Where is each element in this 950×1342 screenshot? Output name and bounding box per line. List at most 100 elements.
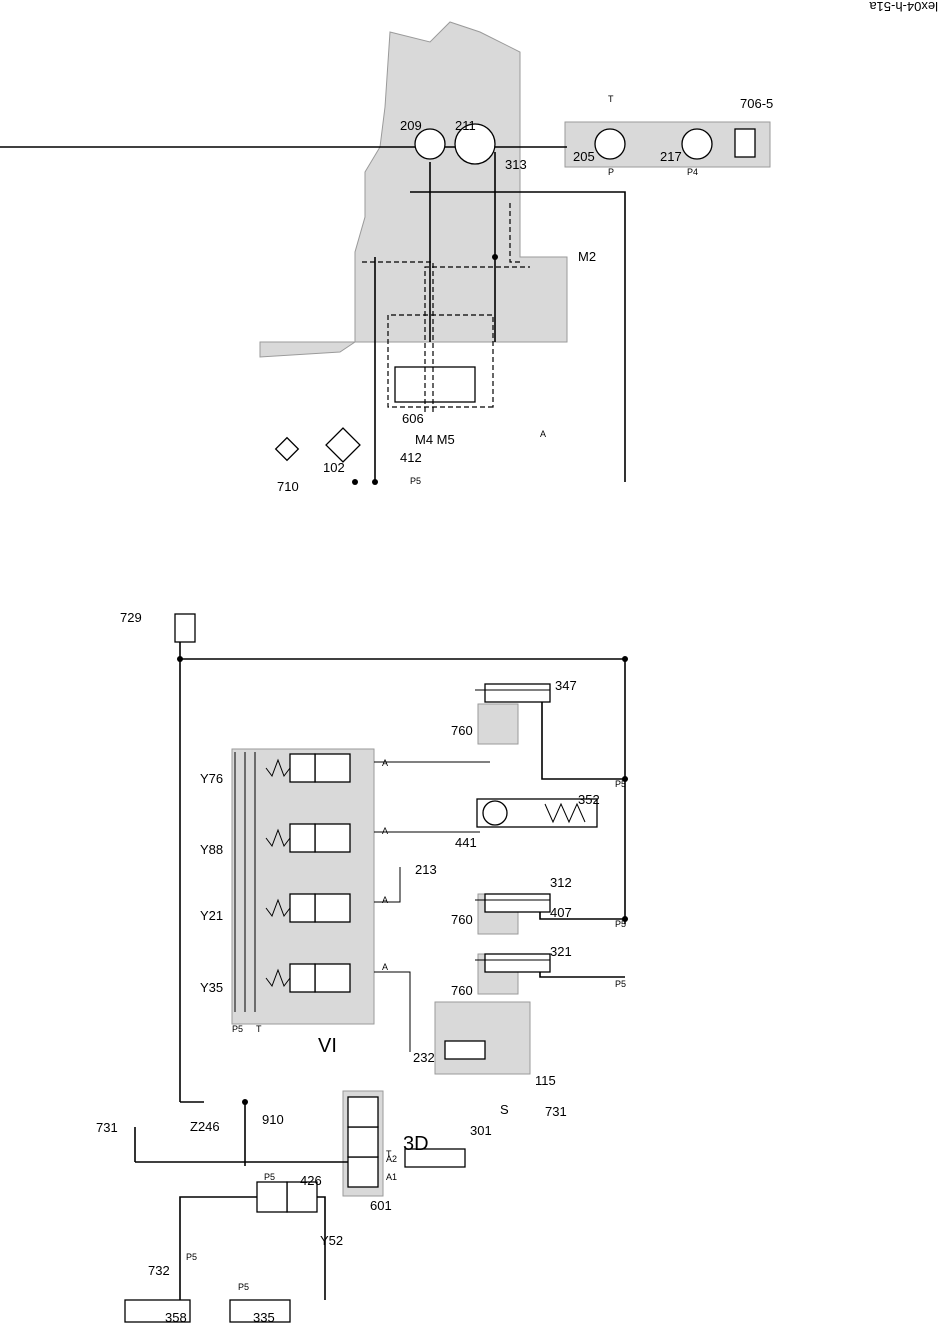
port-p5-d: P5 <box>238 1282 249 1292</box>
label-y76: Y76 <box>200 771 223 786</box>
port-p5-e: P5 <box>615 779 626 789</box>
junction-d <box>622 916 628 922</box>
port-a2: A2 <box>386 1154 397 1164</box>
port-a-y21: A <box>382 895 388 905</box>
label-232: 232 <box>413 1050 435 1065</box>
port-a-606: A <box>540 429 546 439</box>
label-347: 347 <box>555 678 577 693</box>
label-910: 910 <box>262 1112 284 1127</box>
port-p5-a: P5 <box>232 1024 243 1034</box>
label-301: 301 <box>470 1123 492 1138</box>
port-p5-g: P5 <box>615 979 626 989</box>
label-732: 732 <box>148 1263 170 1278</box>
group-label-3d: 3D <box>403 1133 429 1155</box>
label-710: 710 <box>277 479 299 494</box>
label-313: 313 <box>505 157 527 172</box>
label-s: S <box>500 1102 509 1117</box>
port-a-y35: A <box>382 962 388 972</box>
port-a-y88: A <box>382 826 388 836</box>
port-t-a: T <box>256 1024 262 1034</box>
pump-217 <box>681 128 713 160</box>
relief-706-5 <box>734 128 756 158</box>
label-213: 213 <box>415 862 437 877</box>
valve-y21 <box>265 893 351 923</box>
label-312: 312 <box>550 875 572 890</box>
line-732-358 <box>179 1196 257 1300</box>
pilot-m2 <box>509 202 520 263</box>
a-y21 <box>374 867 401 903</box>
label-115: 115 <box>535 1073 556 1088</box>
cylinder-232 <box>444 1040 486 1060</box>
label-211: 211 <box>455 118 476 133</box>
port-p5-c: P5 <box>186 1252 197 1262</box>
cylinder-301 <box>404 1148 466 1168</box>
cylinder-335 <box>229 1299 291 1323</box>
port-p5-h: P5 <box>410 476 421 486</box>
label-606: 606 <box>402 411 424 426</box>
label-760b: 760 <box>451 912 473 927</box>
control-valve-606 <box>394 366 476 403</box>
cylinder-321 <box>475 953 551 973</box>
label-205: 205 <box>573 149 595 164</box>
filter-102 <box>325 427 361 463</box>
port-p4: P4 <box>687 167 698 177</box>
cyl232-zone <box>434 1001 531 1075</box>
port-p5-f: P5 <box>615 919 626 929</box>
label-y21: Y21 <box>200 908 223 923</box>
junction-c <box>622 776 628 782</box>
label-y52: Y52 <box>320 1233 343 1248</box>
label-358: 358 <box>165 1310 187 1325</box>
junction-h <box>352 479 358 485</box>
group-label-vi: VI <box>318 1035 337 1057</box>
label-y35: Y35 <box>200 980 223 995</box>
pump-zone <box>259 21 568 358</box>
p5-branch-347 <box>541 702 625 780</box>
label-z246: Z246 <box>190 1119 220 1134</box>
port-t: T <box>608 94 614 104</box>
p5-branch-321 <box>539 962 625 978</box>
junction-f <box>492 254 498 260</box>
port-a1: A1 <box>386 1172 397 1182</box>
pilot-m4 <box>360 261 434 412</box>
cylinder-352 <box>476 798 598 828</box>
port-t-b: T <box>386 1149 392 1159</box>
label-731a: 731 <box>96 1120 118 1135</box>
cylinder-312 <box>475 893 551 913</box>
pump-209 <box>414 128 446 160</box>
pump-205 <box>594 128 626 160</box>
line-y52-335 <box>317 1196 326 1300</box>
junction-b <box>177 656 183 662</box>
valve-y76 <box>265 753 351 783</box>
port-a-y76: A <box>382 758 388 768</box>
ref-label: lex04-h-51a <box>869 0 938 14</box>
junction-a <box>622 656 628 662</box>
label-m2: M2 <box>578 249 596 264</box>
label-352: 352 <box>578 792 600 807</box>
pump-211 <box>454 123 496 165</box>
port-p5-b: P5 <box>264 1172 275 1182</box>
pilot-m5 <box>424 266 530 412</box>
label-y88: Y88 <box>200 842 223 857</box>
port-p: P <box>608 167 614 177</box>
cylinder-358 <box>124 1299 191 1323</box>
v760c-zone <box>477 703 519 745</box>
label-335: 335 <box>253 1310 275 1325</box>
label-407: 407 <box>550 905 572 920</box>
label-601: 601 <box>370 1198 392 1213</box>
control-block-606 <box>387 314 494 408</box>
a-y35 <box>374 971 411 1052</box>
valve-y88 <box>265 823 351 853</box>
junction-e <box>242 1099 248 1105</box>
label-729: 729 <box>120 610 142 625</box>
label-209: 209 <box>400 118 422 133</box>
check-710 <box>274 436 300 462</box>
valve-y35 <box>265 963 351 993</box>
label-321: 321 <box>550 944 572 959</box>
cylinder-347 <box>475 683 551 703</box>
label-706-5: 706-5 <box>740 96 773 111</box>
relief-729 <box>174 613 196 643</box>
schematic-drawing <box>0 21 771 1323</box>
label-217: 217 <box>660 149 682 164</box>
label-760c: 760 <box>451 723 473 738</box>
